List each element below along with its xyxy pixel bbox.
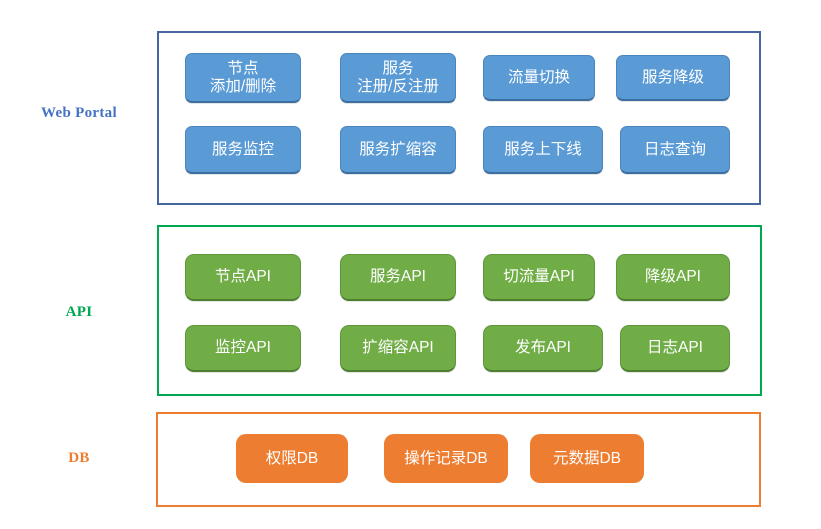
- api-chip-node-api[interactable]: 节点API: [185, 254, 301, 301]
- db-chip-operation-log-db[interactable]: 操作记录DB: [384, 434, 508, 483]
- db-chip-permission-db[interactable]: 权限DB: [236, 434, 348, 483]
- api-chip-publish-api[interactable]: 发布API: [483, 325, 603, 372]
- api-chip-monitor-api[interactable]: 监控API: [185, 325, 301, 372]
- api-chip-degrade-api[interactable]: 降级API: [616, 254, 730, 301]
- node-chip-log-query[interactable]: 日志查询: [620, 126, 730, 174]
- node-chip-service-degrade[interactable]: 服务降级: [616, 55, 730, 101]
- node-chip-service-scaling[interactable]: 服务扩缩容: [340, 126, 456, 174]
- layer-label-db: DB: [68, 450, 90, 466]
- api-chip-traffic-api[interactable]: 切流量API: [483, 254, 595, 301]
- node-chip-service-online-offline[interactable]: 服务上下线: [483, 126, 603, 174]
- node-chip-service-register[interactable]: 服务 注册/反注册: [340, 53, 456, 103]
- node-chip-service-monitor[interactable]: 服务监控: [185, 126, 301, 174]
- layer-label-api: API: [65, 304, 93, 320]
- layer-label-web-portal: Web Portal: [41, 105, 117, 121]
- db-chip-metadata-db[interactable]: 元数据DB: [530, 434, 644, 483]
- api-chip-scaling-api[interactable]: 扩缩容API: [340, 325, 456, 372]
- api-chip-service-api[interactable]: 服务API: [340, 254, 456, 301]
- node-chip-traffic-switch[interactable]: 流量切换: [483, 55, 595, 101]
- node-chip-node-add-delete[interactable]: 节点 添加/删除: [185, 53, 301, 103]
- api-chip-log-api[interactable]: 日志API: [620, 325, 730, 372]
